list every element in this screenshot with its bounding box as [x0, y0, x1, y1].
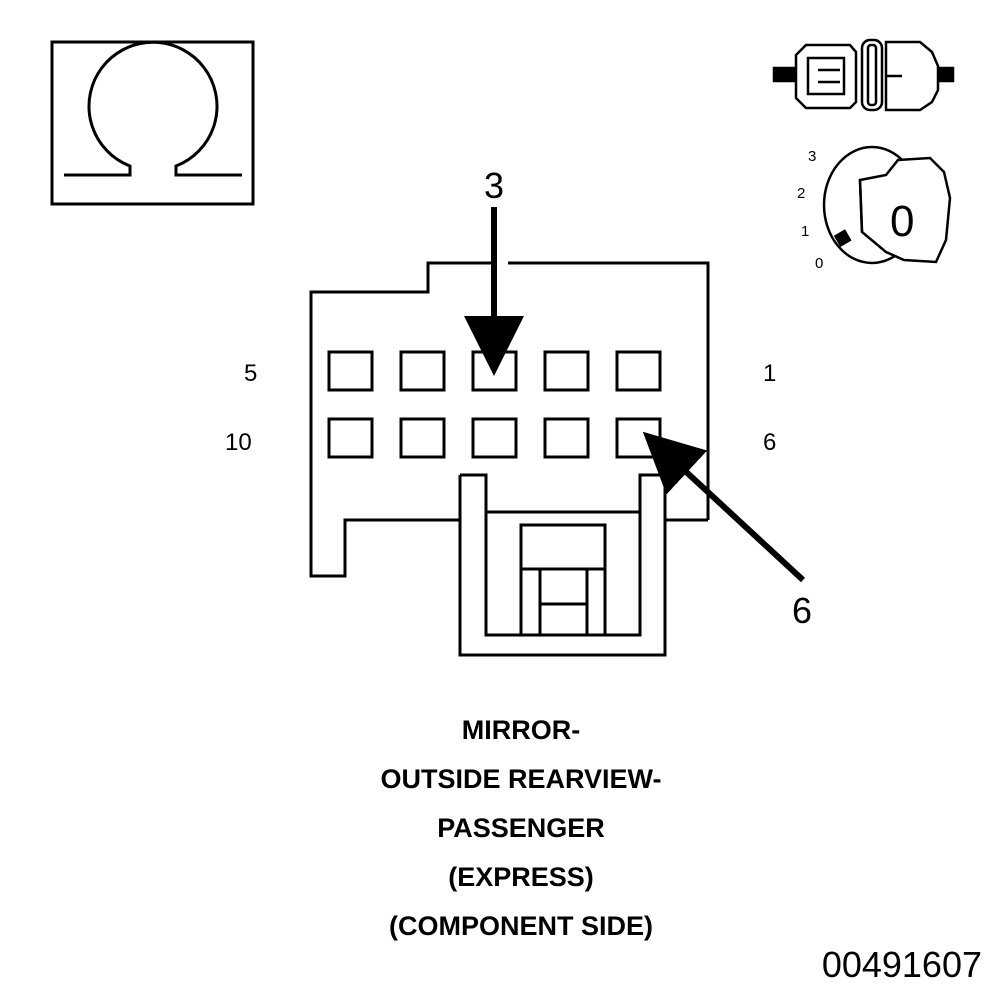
connector-body	[309, 261, 710, 578]
pin-label-top-left: 5	[244, 360, 257, 387]
pin-cavity-5	[327, 350, 374, 392]
ignition-key-icon: 3 2 1 0 0	[797, 145, 952, 272]
pin-label-top-right: 1	[763, 360, 776, 387]
pin-cavity-4	[399, 350, 446, 392]
pin-cavity-1	[615, 350, 662, 392]
ignition-scale-3: 3	[808, 148, 816, 165]
connector-latch	[458, 473, 667, 657]
title-line-5: (COMPONENT SIDE)	[388, 911, 653, 941]
ignition-scale-0: 0	[815, 255, 823, 272]
callout-label-pin-3: 3	[484, 165, 504, 206]
pin-label-bottom-left: 10	[225, 429, 252, 456]
ignition-scale-1: 1	[801, 223, 809, 240]
title-line-3: PASSENGER	[437, 813, 605, 843]
ohm-icon	[50, 40, 255, 206]
pin-cavity-6	[615, 417, 662, 459]
pin-cavity-8	[471, 417, 518, 459]
title-line-2: OUTSIDE REARVIEW-	[380, 764, 662, 794]
title-line-1: MIRROR-	[461, 715, 581, 745]
pin-cavity-9	[399, 417, 446, 459]
ignition-key-position: 0	[890, 197, 914, 246]
callout-label-pin-6: 6	[792, 590, 812, 631]
title-line-4: (EXPRESS)	[448, 862, 594, 892]
pin-cavity-10	[327, 417, 374, 459]
callout-arrow-pin-6	[642, 431, 806, 583]
pin-cavities	[327, 350, 662, 459]
figure-id: 00491607	[821, 944, 982, 985]
pin-cavity-7	[543, 417, 590, 459]
pin-cavity-2	[543, 350, 590, 392]
ignition-scale-2: 2	[797, 185, 805, 202]
pin-label-bottom-right: 6	[763, 429, 776, 456]
disconnected-connector-icon	[772, 38, 955, 112]
component-title: MIRROR- OUTSIDE REARVIEW- PASSENGER (EXP…	[0, 706, 1008, 951]
